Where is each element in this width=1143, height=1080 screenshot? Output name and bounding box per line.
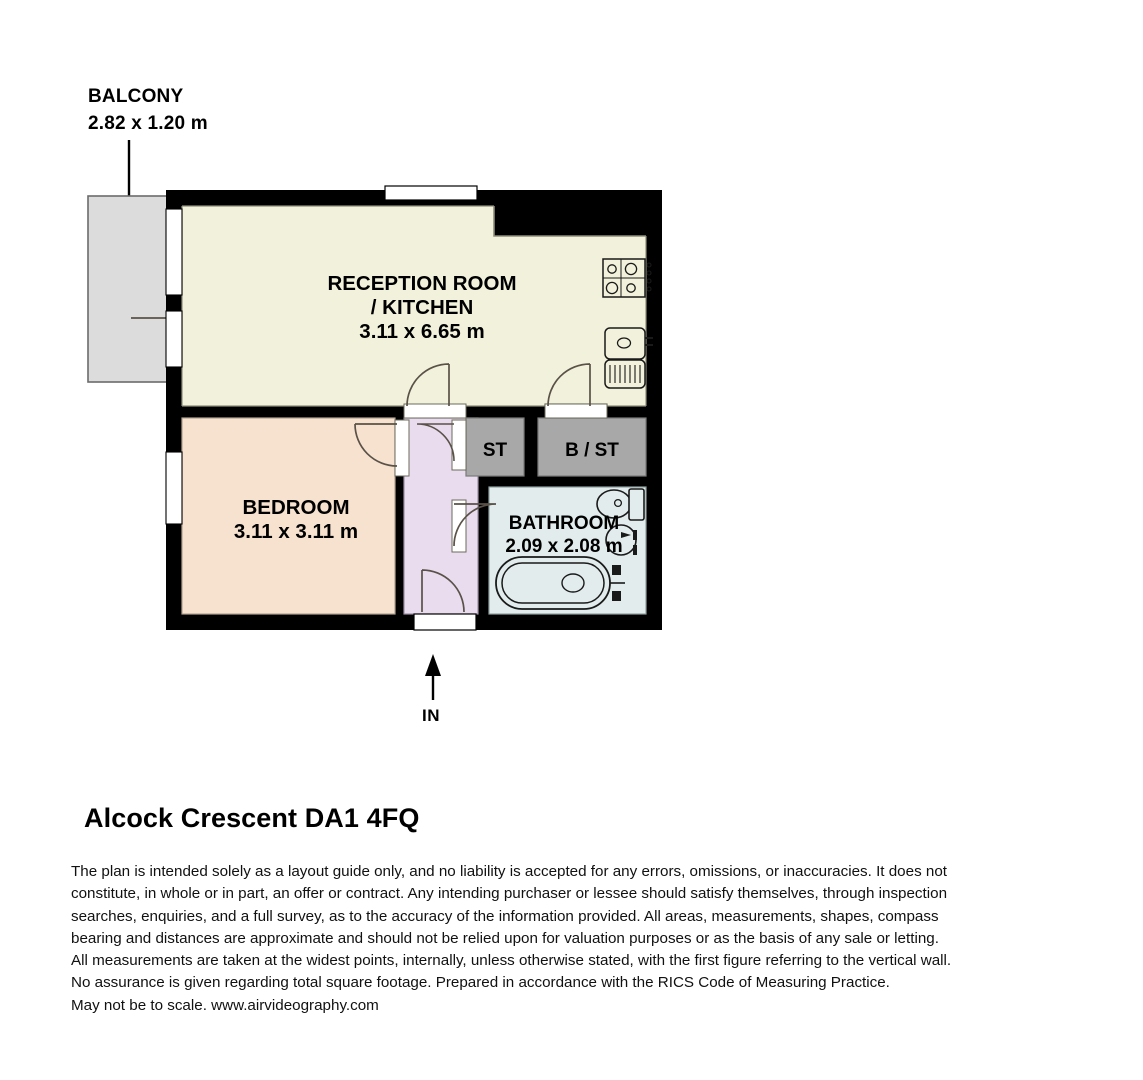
balcony-name: BALCONY [88, 86, 184, 107]
disclaimer-line: No assurance is given regarding total sq… [71, 974, 890, 992]
bedroom-name: BEDROOM [242, 496, 349, 519]
bedroom-dimensions: 3.11 x 3.11 m [234, 520, 358, 543]
entrance-arrow [425, 654, 441, 700]
boiler-store-name: B / ST [565, 440, 619, 461]
disclaimer-text: The plan is intended solely as a layout … [71, 861, 1081, 1017]
reception-name-line1: RECEPTION ROOM [327, 272, 516, 295]
reception-dimensions: 3.11 x 6.65 m [359, 320, 484, 343]
balcony-callout: BALCONY 2.82 x 1.20 m [88, 84, 208, 138]
hob-icon [602, 258, 652, 298]
bathroom-name: BATHROOM [509, 513, 619, 534]
disclaimer-line: The plan is intended solely as a layout … [71, 863, 948, 880]
door-reception-to-hallway [403, 363, 467, 419]
disclaimer-line: searches, enquiries, and a full survey, … [71, 907, 939, 925]
door-reception-to-boiler-store [544, 363, 608, 419]
entrance-label: IN [422, 706, 440, 725]
room-store [465, 417, 525, 477]
door-entrance-swing [421, 569, 465, 613]
wall-openings [165, 185, 608, 631]
sink-icon [604, 327, 653, 389]
store-name: ST [483, 440, 508, 461]
room-reception-kitchen [181, 205, 647, 407]
balcony-dimensions: 2.82 x 1.20 m [88, 112, 208, 134]
room-label-boiler-store: B / ST [565, 440, 619, 461]
floorplan-drawing: RECEPTION ROOM / KITCHEN 3.11 x 6.65 m B… [87, 140, 662, 700]
room-label-bathroom: BATHROOM 2.09 x 2.08 m [505, 513, 622, 557]
wc-icon [596, 488, 645, 521]
room-bedroom [181, 417, 396, 615]
disclaimer-line: All measurements are taken at the widest… [71, 952, 952, 970]
room-label-bedroom: BEDROOM 3.11 x 3.11 m [234, 496, 358, 543]
disclaimer-line: constitute, in whole or in part, an offe… [71, 885, 948, 903]
bathtub-icon [495, 556, 625, 610]
disclaimer-line: bearing and distances are approximate an… [71, 929, 939, 947]
room-label-reception: RECEPTION ROOM / KITCHEN 3.11 x 6.65 m [327, 272, 516, 343]
page-title: Alcock Crescent DA1 4FQ [84, 803, 420, 833]
door-hallway-to-bedroom [354, 419, 410, 477]
disclaimer-line: May not be to scale. www.airvideography.… [71, 996, 379, 1014]
room-boiler-store [537, 417, 647, 477]
door-hallway-to-bathroom [451, 499, 497, 553]
reception-name-line2: / KITCHEN [371, 296, 474, 319]
basin-icon [605, 524, 637, 556]
bathroom-dimensions: 2.09 x 2.08 m [505, 536, 622, 557]
room-label-store: ST [483, 440, 508, 461]
door-hallway-to-store [416, 419, 467, 471]
